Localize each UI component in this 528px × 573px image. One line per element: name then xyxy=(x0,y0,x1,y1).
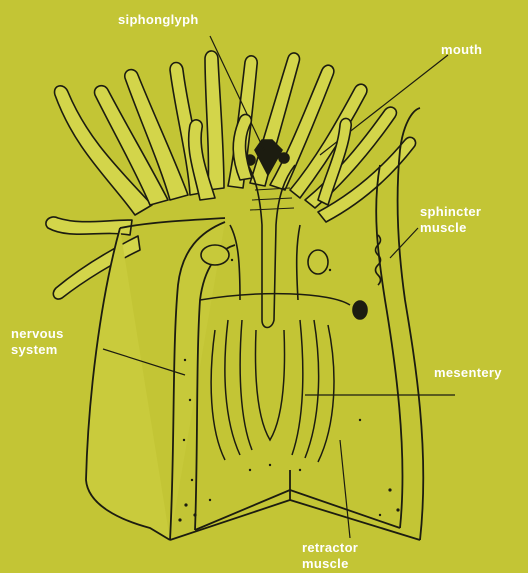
label-retractor-line-2: muscle xyxy=(302,556,358,572)
tentacles xyxy=(46,51,416,299)
label-sphincter-line-2: muscle xyxy=(420,220,481,236)
label-sphincter-muscle: sphincter muscle xyxy=(420,204,481,236)
sphincter-muscle-leader xyxy=(390,228,418,258)
label-mouth: mouth xyxy=(441,42,482,58)
label-retractor-line-1: retractor xyxy=(302,540,358,556)
outer-body-wall xyxy=(86,228,170,540)
label-nervous-line-2: system xyxy=(11,342,64,358)
label-siphonoglyph: siphonglyph xyxy=(118,12,199,28)
label-mesentery: mesentery xyxy=(434,365,502,381)
label-retractor-muscle: retractor muscle xyxy=(302,540,358,572)
label-nervous-system: nervous system xyxy=(11,326,64,358)
mesentery-folds xyxy=(200,294,350,462)
retractor-muscle-leader xyxy=(340,440,350,538)
label-sphincter-line-1: sphincter xyxy=(420,204,481,220)
label-nervous-line-1: nervous xyxy=(11,326,64,342)
